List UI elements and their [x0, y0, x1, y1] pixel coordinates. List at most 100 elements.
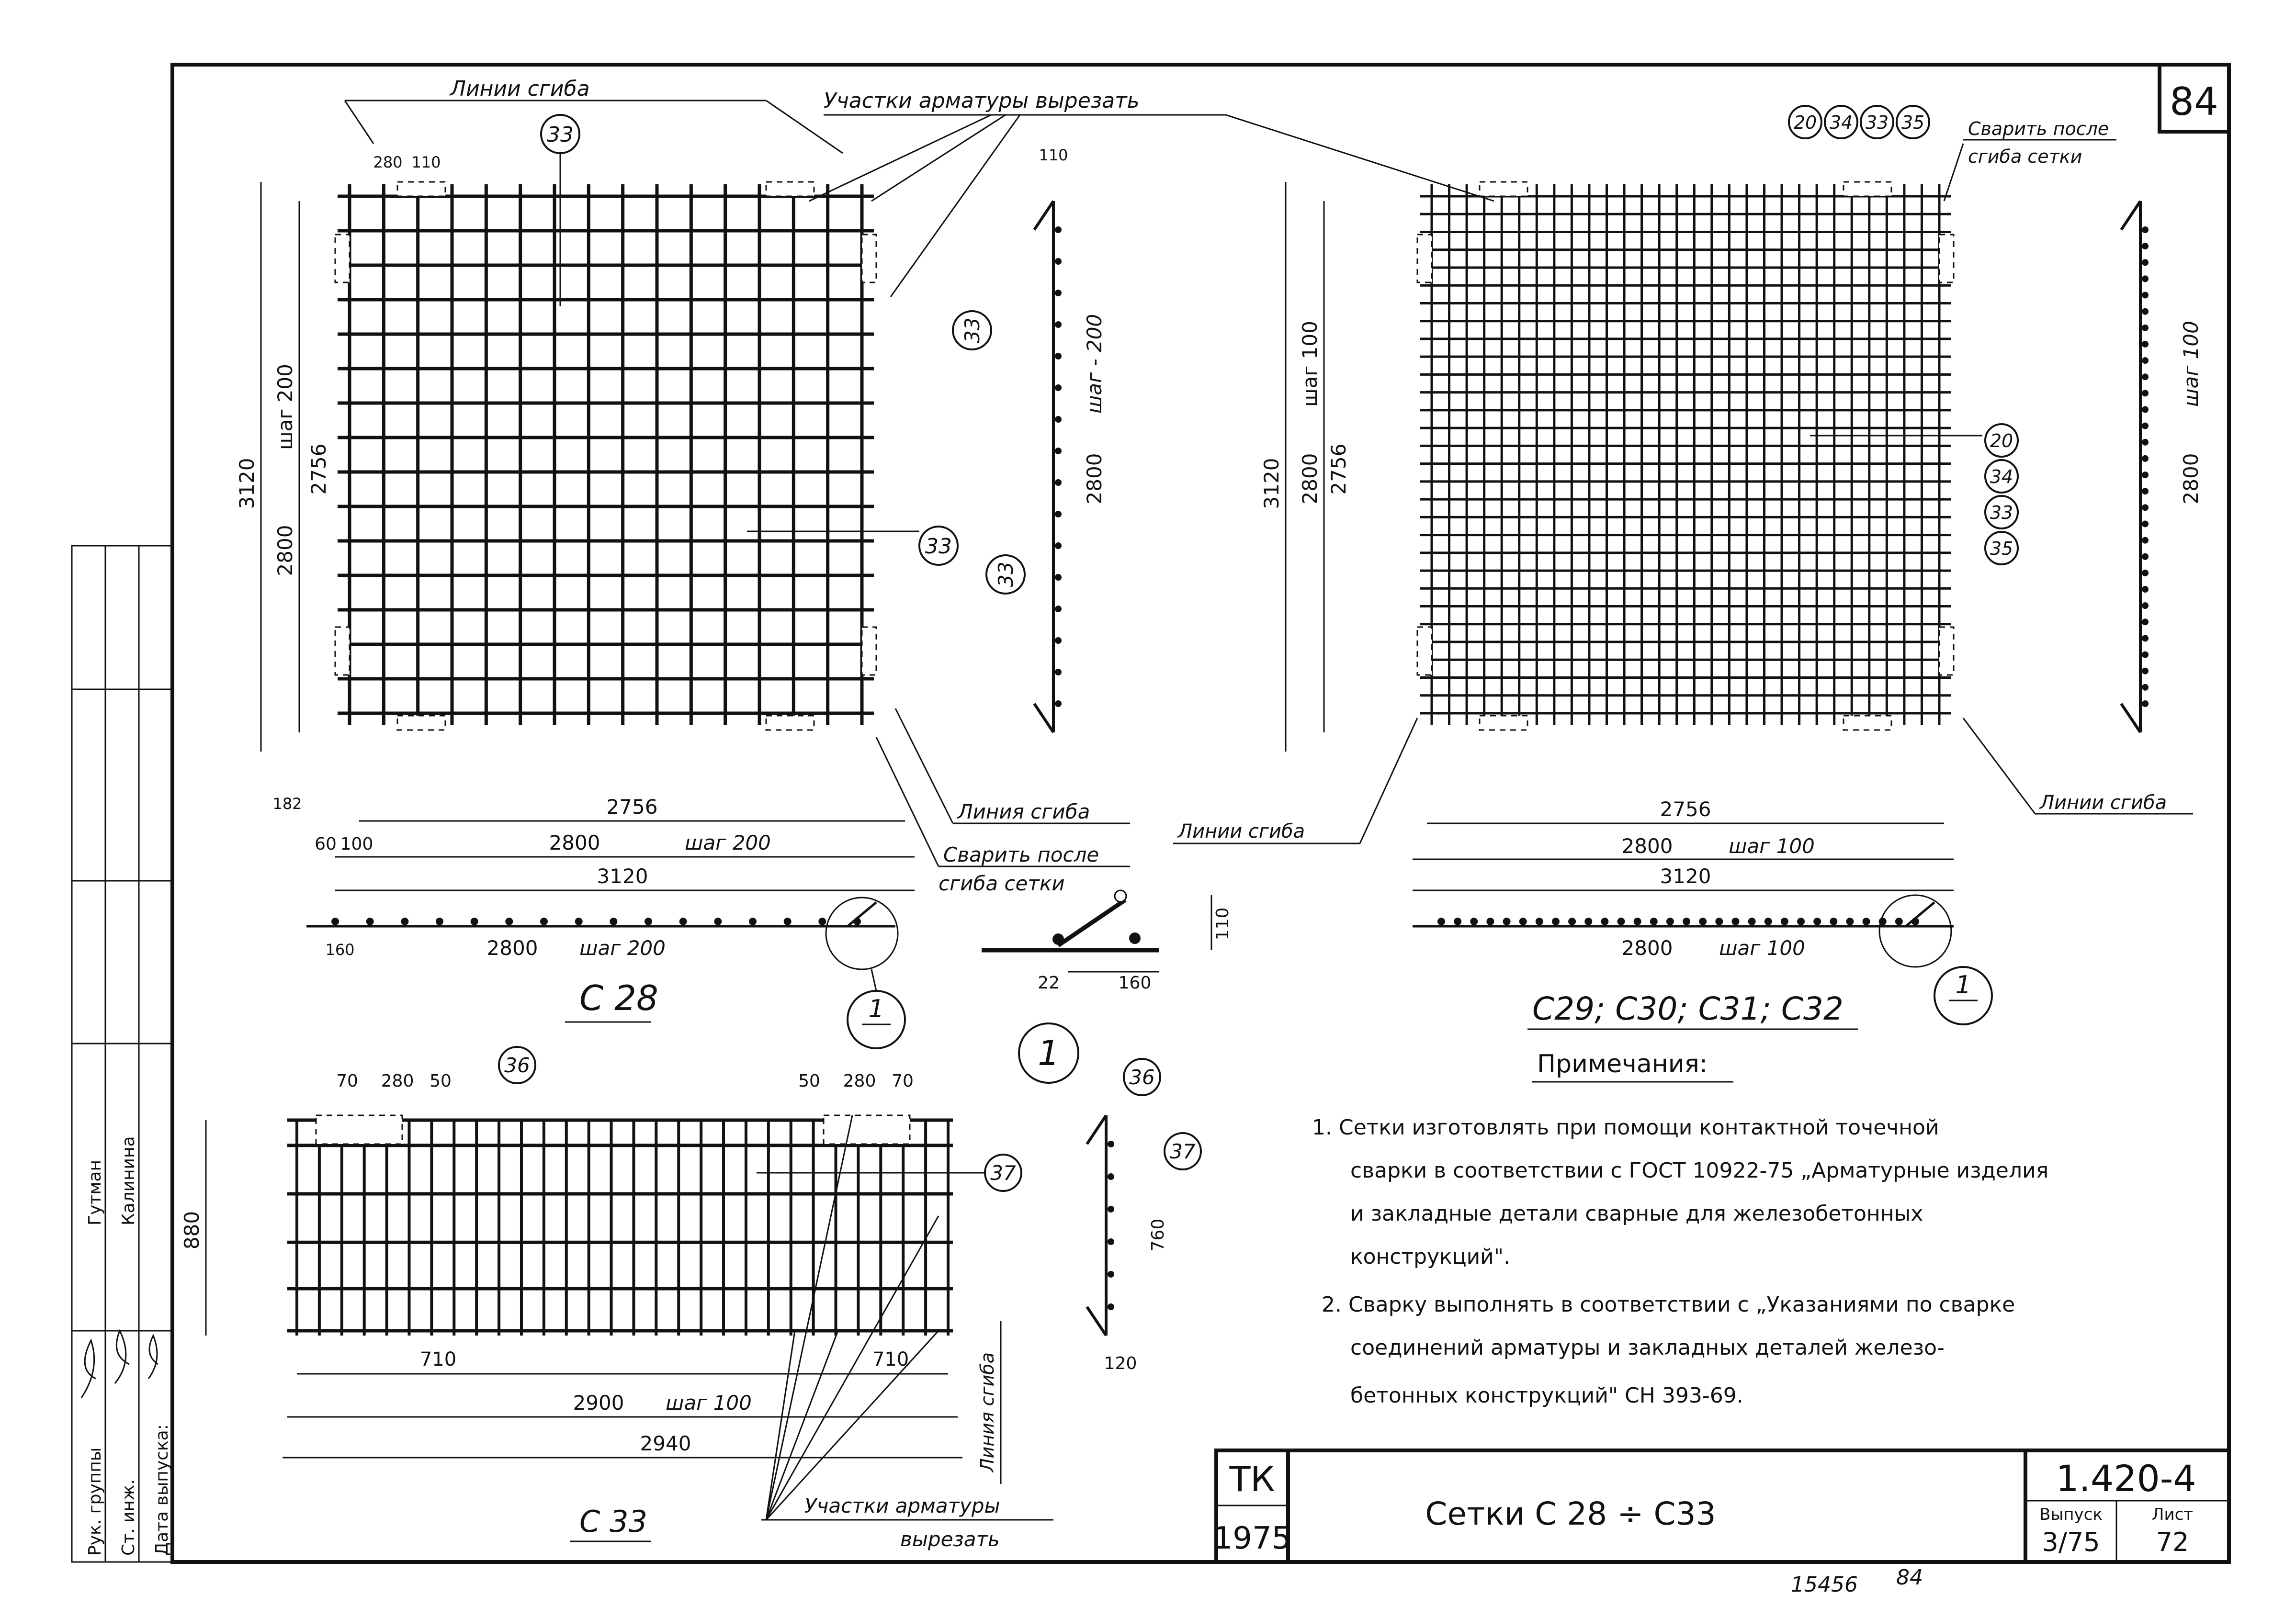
c28-d110: 110 [411, 153, 441, 171]
profile-rod [2142, 292, 2149, 299]
section-rod [1813, 918, 1821, 925]
title-sheet-label: Лист [2152, 1505, 2193, 1524]
profile-rod [2142, 243, 2149, 250]
c28-side-mark-2: 33 [994, 562, 1018, 587]
c28-section-160: 160 [325, 941, 354, 959]
c29-weld-after-1: Сварить после [1968, 118, 2109, 139]
section-rod [749, 918, 757, 925]
profile-rod [2142, 406, 2149, 413]
section-rod [1470, 918, 1478, 925]
c29-side-len: 2800 [2179, 453, 2203, 505]
notes-block: Примечания: 1. Сетки изготовлять при пом… [1312, 1050, 2048, 1408]
profile-rod [1055, 542, 1062, 549]
section-rod [401, 918, 409, 925]
section-bent-bar [1905, 901, 1935, 927]
profile-rod [2142, 684, 2149, 691]
signature-2 [114, 1329, 130, 1384]
profile-rod [2142, 259, 2149, 266]
c29-side-pitch: шаг 100 [2179, 321, 2203, 407]
c29-caption: С29; С30; С31; С32 [1532, 990, 1844, 1027]
c33-side-mark-37: 37 [1170, 1140, 1196, 1163]
c33-pitch-dim: 2900 [573, 1391, 624, 1415]
profile-rod [1055, 511, 1062, 517]
stamp-row-lead: Рук. группы [85, 1448, 105, 1556]
c28-annotations: 33 33 Линии сгиба Участки арматуры вырез… [235, 77, 1226, 1049]
c33-d70-r: 70 [892, 1071, 914, 1091]
c29-bend-lines-left: Линии сгиба [1177, 820, 1305, 842]
profile-rod [1055, 258, 1062, 265]
detail-d110: 110 [1213, 908, 1233, 941]
section-rod [1437, 918, 1445, 925]
title-name: Сетки С 28 ÷ С33 [1425, 1495, 1716, 1532]
profile-bend [1086, 1306, 1108, 1336]
mark-number: 20 [1794, 112, 1817, 133]
c28-overall-dim: 3120 [597, 865, 648, 888]
profile-rod [2142, 308, 2149, 315]
profile-rod [2142, 455, 2149, 462]
profile-rod [1108, 1303, 1114, 1310]
c28-edge-182: 182 [272, 795, 302, 813]
c29-mesh [1416, 181, 1955, 731]
profile-rod [1055, 384, 1062, 391]
section-rod [575, 918, 583, 925]
section-rod [645, 918, 652, 925]
c28-side-len: 2800 [1083, 453, 1106, 505]
c33-side-mark-36: 36 [1129, 1066, 1154, 1089]
cut-zone [823, 1114, 911, 1145]
c28-bend-line-label: Линия сгиба [957, 800, 1090, 823]
cut-zone [315, 1114, 403, 1145]
profile-rod [1055, 226, 1062, 233]
mark-number: 34 [1830, 112, 1853, 133]
c28-inner-dim: 2756 [607, 795, 658, 819]
c33-d280-r: 280 [843, 1071, 876, 1091]
profile-rod [2142, 520, 2149, 528]
c28-edge-60: 60 [315, 834, 337, 854]
title-issue: 3/75 [2042, 1527, 2100, 1557]
stamp-name-2: Калинина [119, 1136, 138, 1225]
signature-3 [147, 1334, 158, 1379]
profile-rod [1055, 637, 1062, 644]
c28-section-strip [306, 901, 895, 928]
profile-rod [2142, 667, 2149, 674]
section-rod [470, 918, 478, 925]
section-rod [1699, 918, 1707, 925]
profile-rod [1108, 1271, 1114, 1278]
section-rod [505, 918, 513, 925]
section-rod [1846, 918, 1854, 925]
section-rod [1764, 918, 1772, 925]
mark-circle [1788, 105, 1822, 139]
section-rod [1503, 918, 1511, 925]
profile-rod [1108, 1141, 1114, 1147]
section-rod [1486, 918, 1494, 925]
cut-zone [1843, 715, 1892, 731]
detail-1: 22 160 110 1 [982, 889, 1233, 1084]
title-block: ТК 1975 Сетки С 28 ÷ С33 1.420-4 Выпуск … [1213, 1449, 2231, 1564]
note-1a: 1. Сетки изготовлять при помощи контактн… [1312, 1115, 1939, 1140]
c33-side-760: 760 [1148, 1219, 1168, 1252]
section-rod [679, 918, 687, 925]
section-rod [1830, 918, 1838, 925]
mark-number: 33 [1990, 502, 2013, 523]
stamp-name-1: Гутман [85, 1160, 105, 1225]
c29-section-len: 2800 [1622, 936, 1673, 960]
c33-d50: 50 [430, 1071, 452, 1091]
section-rod [1633, 918, 1641, 925]
profile-rod [2142, 226, 2149, 233]
section-rod [366, 918, 374, 925]
title-year: 1975 [1213, 1521, 1291, 1556]
mark-number: 35 [1901, 112, 1924, 133]
archive-sheet: 84 [1896, 1565, 1923, 1590]
profile-rod [2142, 438, 2149, 446]
c29-detail-ref: 1 [1955, 971, 1971, 1000]
left-stamp: Рук. группы Ст. инж. Дата выпуска: Гутма… [71, 545, 173, 1563]
c29-weld-after-2: сгиба сетки [1968, 146, 2082, 167]
c28-caption: С 28 [579, 978, 658, 1018]
profile-rod [1055, 448, 1062, 454]
title-sheet-no: 72 [2156, 1527, 2189, 1557]
profile-rod [2142, 618, 2149, 626]
detail-d22: 22 [1038, 973, 1060, 993]
c29-pitch-v: 2800 [1298, 453, 1322, 505]
c28-weld-after-2: сгиба сетки [939, 872, 1065, 895]
profile-rod [2142, 324, 2149, 331]
